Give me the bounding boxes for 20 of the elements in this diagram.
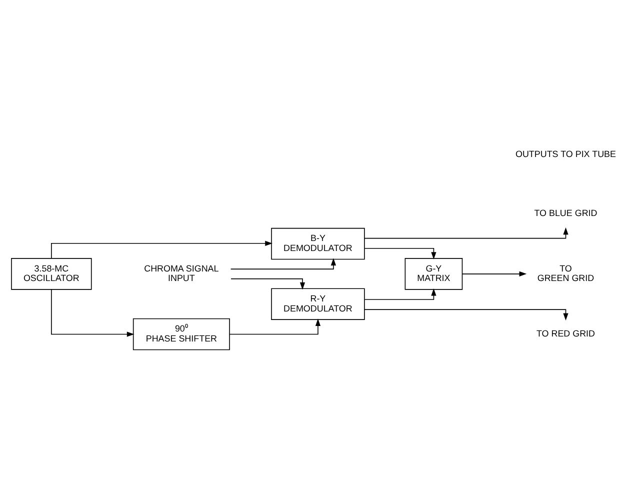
arrow — [364, 308, 568, 320]
arrow — [229, 318, 321, 334]
arrow — [230, 278, 306, 290]
node-box: 90⁰ PHASE SHIFTER — [132, 318, 230, 350]
arrow — [230, 258, 336, 269]
node-text: CHROMA SIGNAL INPUT — [144, 262, 219, 283]
node-text: TO BLUE GRID — [534, 207, 598, 218]
arrow — [462, 270, 527, 276]
node-box: B-Y DEMODULATOR — [271, 227, 365, 260]
node-box: R-Y DEMODULATOR — [271, 288, 365, 320]
node-box: G-Y MATRIX — [404, 258, 463, 290]
arrow — [51, 288, 134, 336]
arrow — [364, 226, 568, 238]
node-box: 3.58-MC OSCILLATOR — [11, 258, 92, 290]
arrow — [364, 248, 436, 259]
node-text: TO RED GRID — [536, 328, 596, 338]
arrow — [51, 240, 272, 258]
node-text: TO GREEN GRID — [537, 262, 594, 283]
label: OUTPUTS TO PIX TUBE — [516, 148, 616, 159]
arrow — [364, 288, 436, 300]
